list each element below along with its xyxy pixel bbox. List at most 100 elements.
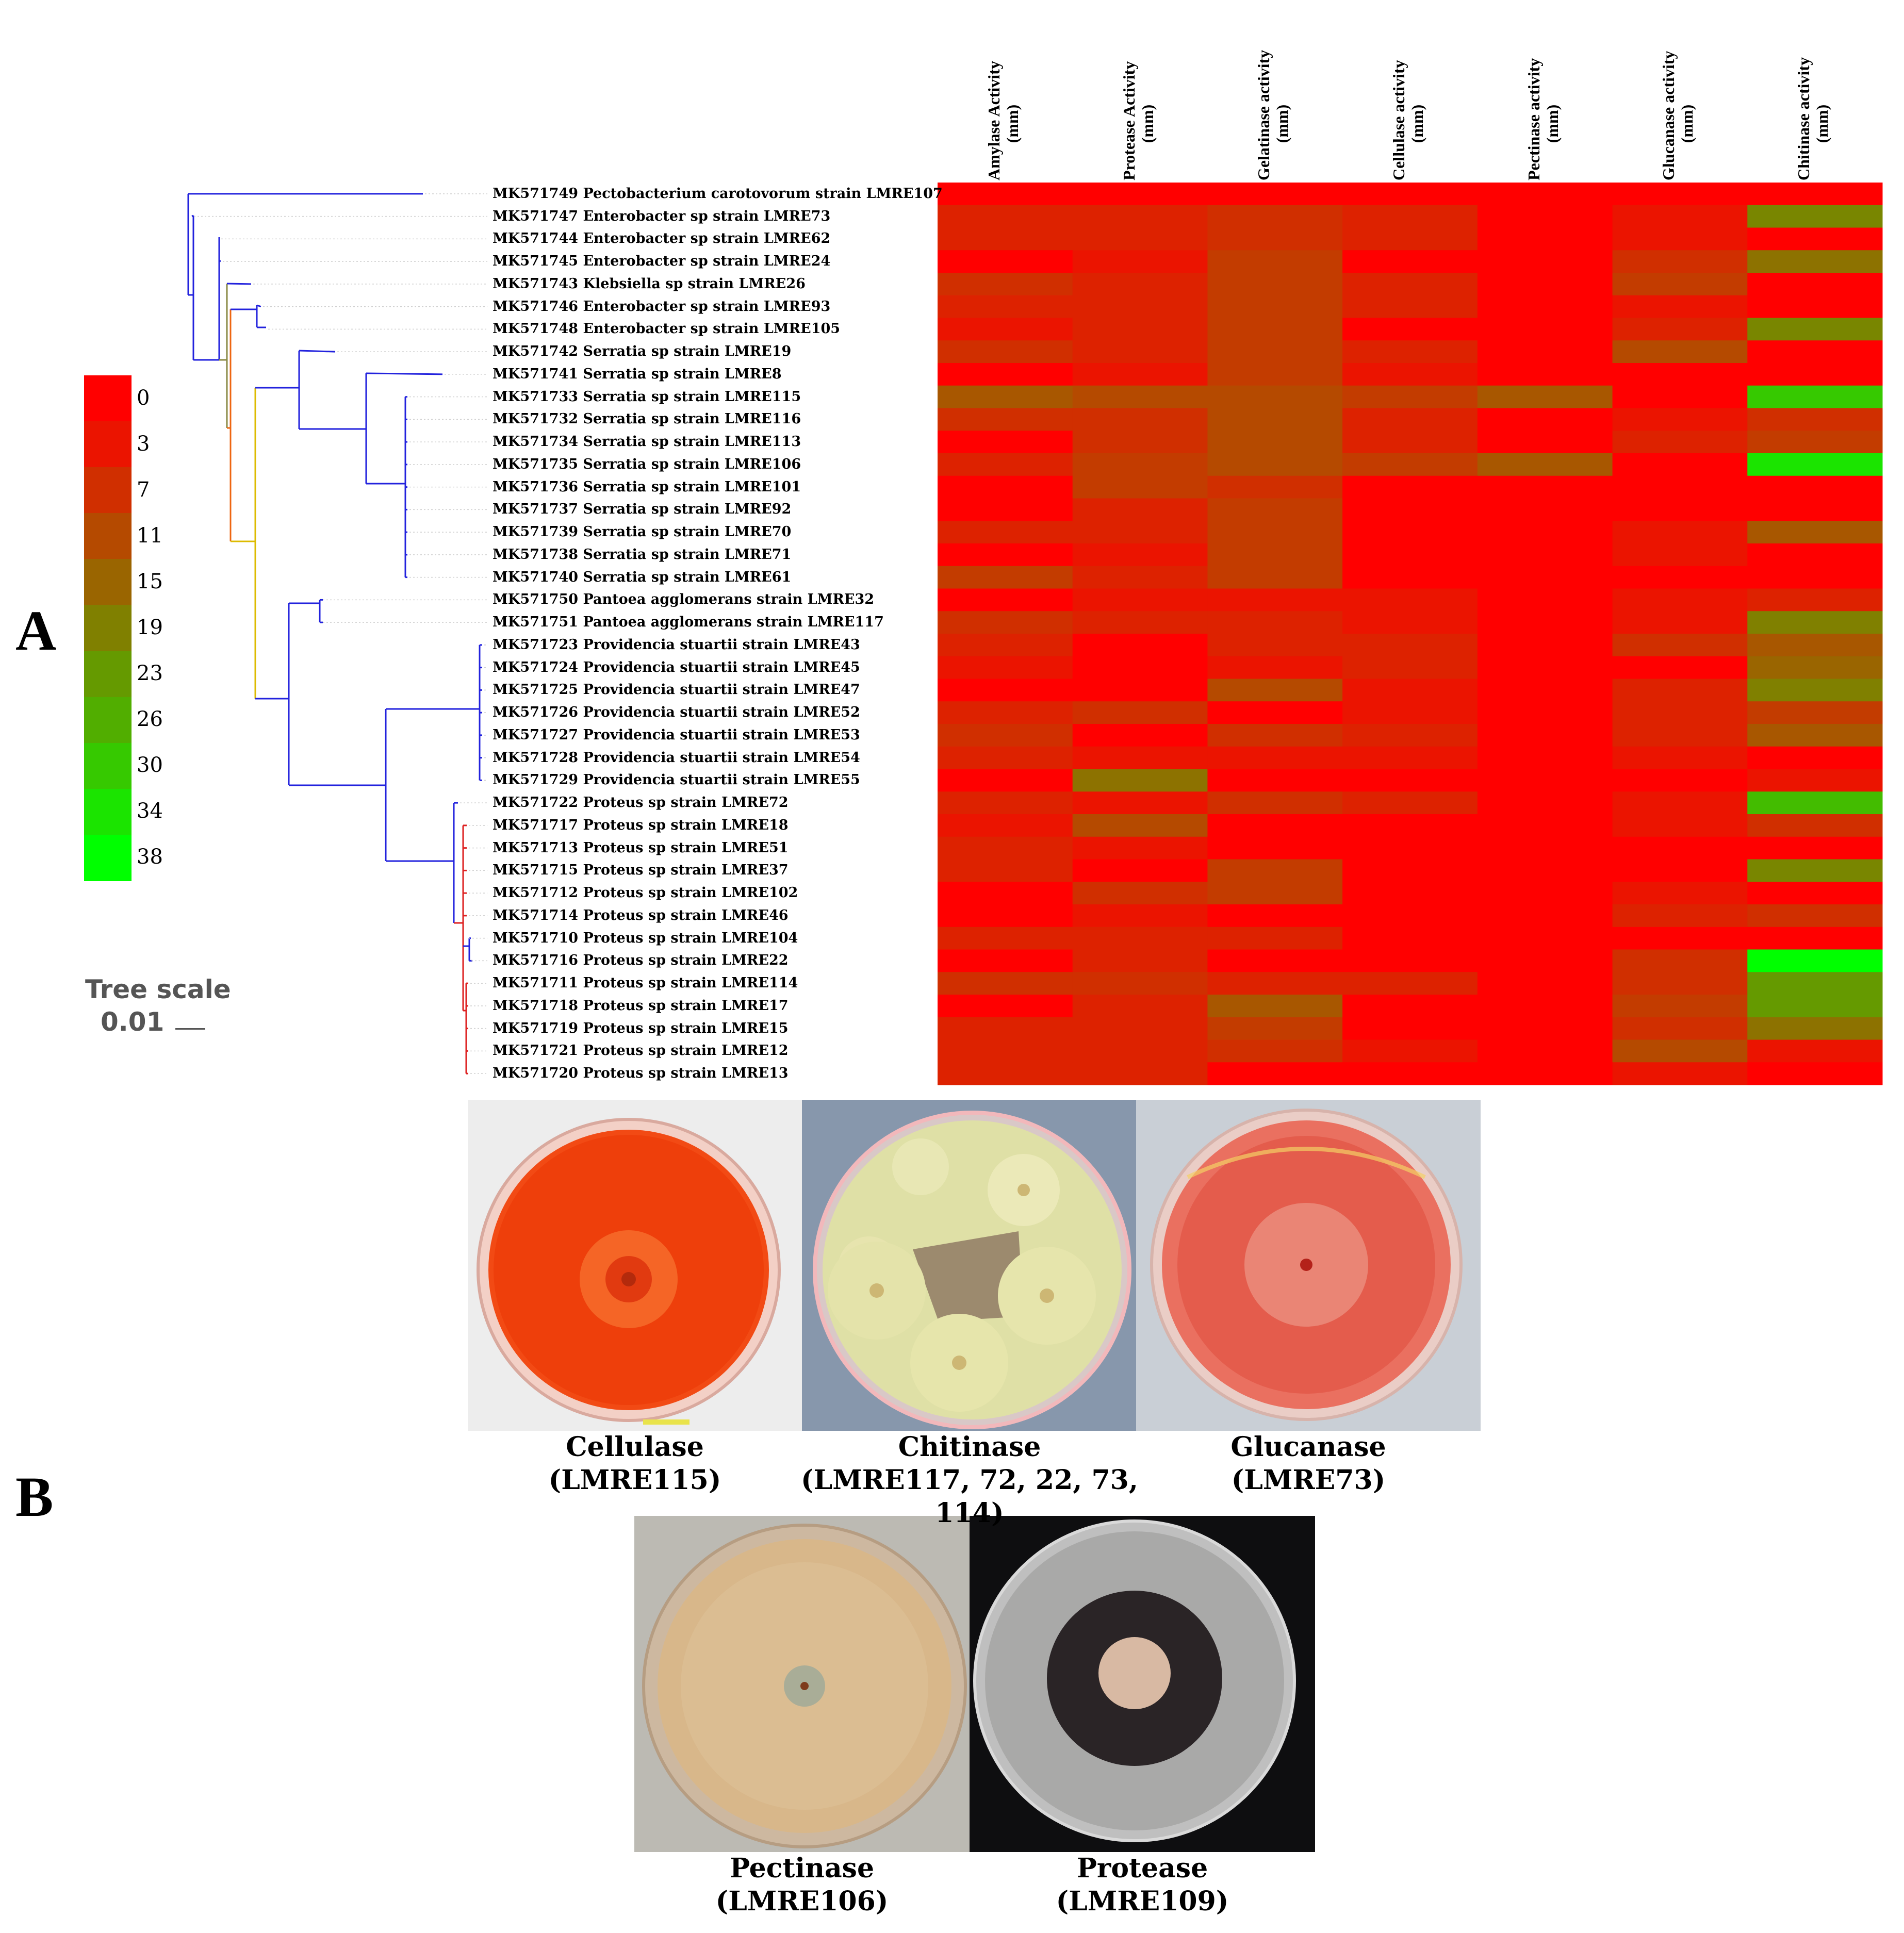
heatmap-cell [1342,904,1478,928]
heatmap-cell [1072,634,1208,657]
heatmap-cell [1072,701,1208,724]
heatmap-cell [1477,859,1613,882]
heatmap-cell [1342,769,1478,792]
heatmap-cell [1747,746,1883,769]
chitinase-caption-strain: (LMRE117, 72, 22, 73, 114) [801,1464,1138,1529]
heatmap-cell [938,363,1073,386]
heatmap-cell [1747,273,1883,296]
heatmap-cell [1477,227,1613,251]
heatmap-cell [1207,205,1343,228]
heatmap-cell [1747,295,1883,318]
pectinase-caption-name: Pectinase [729,1853,875,1884]
heatmap-cell [1612,250,1748,273]
tree-scale-value: 0.01 [101,1007,165,1037]
heatmap-cell [1342,363,1478,386]
heatmap-cell [1072,273,1208,296]
heatmap-cell [938,340,1073,364]
heatmap-cell [938,475,1073,499]
heatmap-cell [1072,205,1208,228]
tree-scale-label: Tree scale [85,974,231,1004]
heatmap-cell [1612,701,1748,724]
heatmap-cell [1477,475,1613,499]
heatmap-cell [938,769,1073,792]
heatmap-cell [1747,431,1883,454]
heatmap-cell [1072,363,1208,386]
heatmap-cell [1342,814,1478,837]
heatmap-cell [1072,746,1208,769]
heatmap-cell [1612,814,1748,837]
heatmap-cell [1207,475,1343,499]
heatmap-cell [1747,995,1883,1018]
heatmap-cell [1072,904,1208,928]
tree-branch [299,350,336,353]
heatmap-cell [1072,836,1208,860]
heatmap-cell [1747,475,1883,499]
heatmap-cell [1342,543,1478,567]
heatmap-cell [1477,769,1613,792]
heatmap-cell [1207,791,1343,815]
heatmap-cell [1477,498,1613,521]
heatmap-cell [1612,318,1748,341]
legend-swatch [84,605,132,652]
heatmap-cell [938,498,1073,521]
heatmap-grid [938,183,1883,1085]
heatmap-cell [1612,521,1748,544]
heatmap-cell [1747,769,1883,792]
heatmap-cell [1072,611,1208,634]
heatmap-cell [1747,498,1883,521]
protease-caption-strain: (LMRE109) [1056,1886,1229,1917]
legend-swatch [84,513,132,560]
heatmap-cell [1477,1062,1613,1085]
heatmap-cell [1477,949,1613,972]
heatmap-cell [1072,1017,1208,1040]
heatmap-cell [1612,566,1748,589]
heatmap-cell [1477,273,1613,296]
heatmap-cell [1477,385,1613,408]
heatmap-cell [1747,340,1883,364]
heatmap-cell [1612,385,1748,408]
heatmap-cell [1207,882,1343,905]
heatmap-cell [1207,972,1343,995]
heatmap-cell [1477,408,1613,431]
tree-heatmap-figure [187,183,1883,1085]
heatmap-cell [1342,791,1478,815]
heatmap-cell [1342,183,1478,206]
heatmap-cell [1072,250,1208,273]
heatmap-cell [1207,431,1343,454]
heatmap-cell [1612,634,1748,657]
heatmap-cell [1207,769,1343,792]
heatmap-cell [1612,475,1748,499]
heatmap-cell [1207,250,1343,273]
heatmap-cell [1207,949,1343,972]
heatmap-cell [1747,566,1883,589]
heatmap-cell [1612,543,1748,567]
heatmap-cell [1612,972,1748,995]
heatmap-cell [938,634,1073,657]
heatmap-cell [938,746,1073,769]
heatmap-cell [1477,431,1613,454]
heatmap-cell [1747,724,1883,747]
heatmap-cell [1612,904,1748,928]
heatmap-cell [1747,949,1883,972]
heatmap-cell [1207,566,1343,589]
pectinase-caption-strain: (LMRE106) [715,1886,889,1917]
heatmap-cell [1342,656,1478,679]
heatmap-cell [1612,273,1748,296]
heatmap-cell [1207,1017,1343,1040]
heatmap-cell [1747,521,1883,544]
heatmap-cell [1207,340,1343,364]
heatmap-cell [1207,588,1343,612]
protease-plate-photo [970,1516,1315,1852]
glucanase-caption: Glucanase (LMRE73) [1136,1431,1481,1497]
heatmap-cell [1072,295,1208,318]
heatmap-cell [1072,859,1208,882]
heatmap-cell [1612,611,1748,634]
legend-color-bar [84,375,132,881]
heatmap-cell [1072,588,1208,612]
heatmap-cell [1207,701,1343,724]
heatmap-cell [938,385,1073,408]
legend-tick-label: 7 [137,477,150,502]
heatmap-cell [1612,205,1748,228]
heatmap-cell [1072,498,1208,521]
heatmap-cell [1207,295,1343,318]
